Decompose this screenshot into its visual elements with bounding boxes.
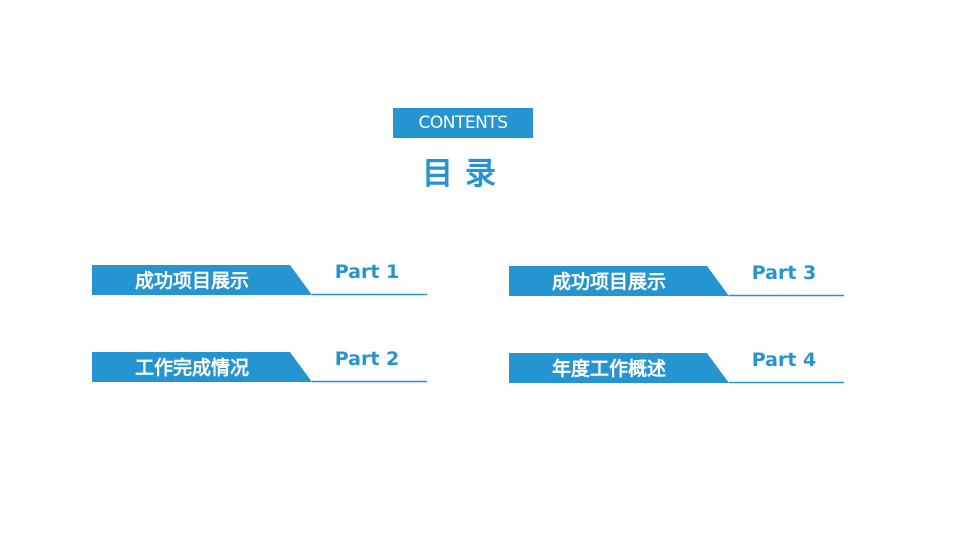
toc-item-label: 工作完成情况 [134,357,249,379]
toc-item-part: Part 1 [334,261,400,283]
toc-item-label: 成功项目展示 [551,271,666,293]
toc-item-label: 成功项目展示 [134,270,249,292]
toc-banner-shape [509,266,844,297]
toc-item-part: Part 4 [751,349,817,371]
toc-item-3[interactable]: 成功项目展示 Part 3 [509,251,849,301]
toc-item-label: 年度工作概述 [551,358,666,380]
page-title: 目录 [422,156,508,192]
toc-item-4[interactable]: 年度工作概述 Part 4 [509,338,849,388]
contents-badge: CONTENTS [393,108,533,138]
toc-item-2[interactable]: 工作完成情况 Part 2 [92,337,432,387]
toc-item-part: Part 3 [751,262,817,284]
toc-banner-shape [92,265,427,296]
toc-banner-shape [509,353,844,384]
toc-banner-shape [92,352,427,383]
toc-item-part: Part 2 [334,348,400,370]
toc-item-1[interactable]: 成功项目展示 Part 1 [92,250,432,300]
